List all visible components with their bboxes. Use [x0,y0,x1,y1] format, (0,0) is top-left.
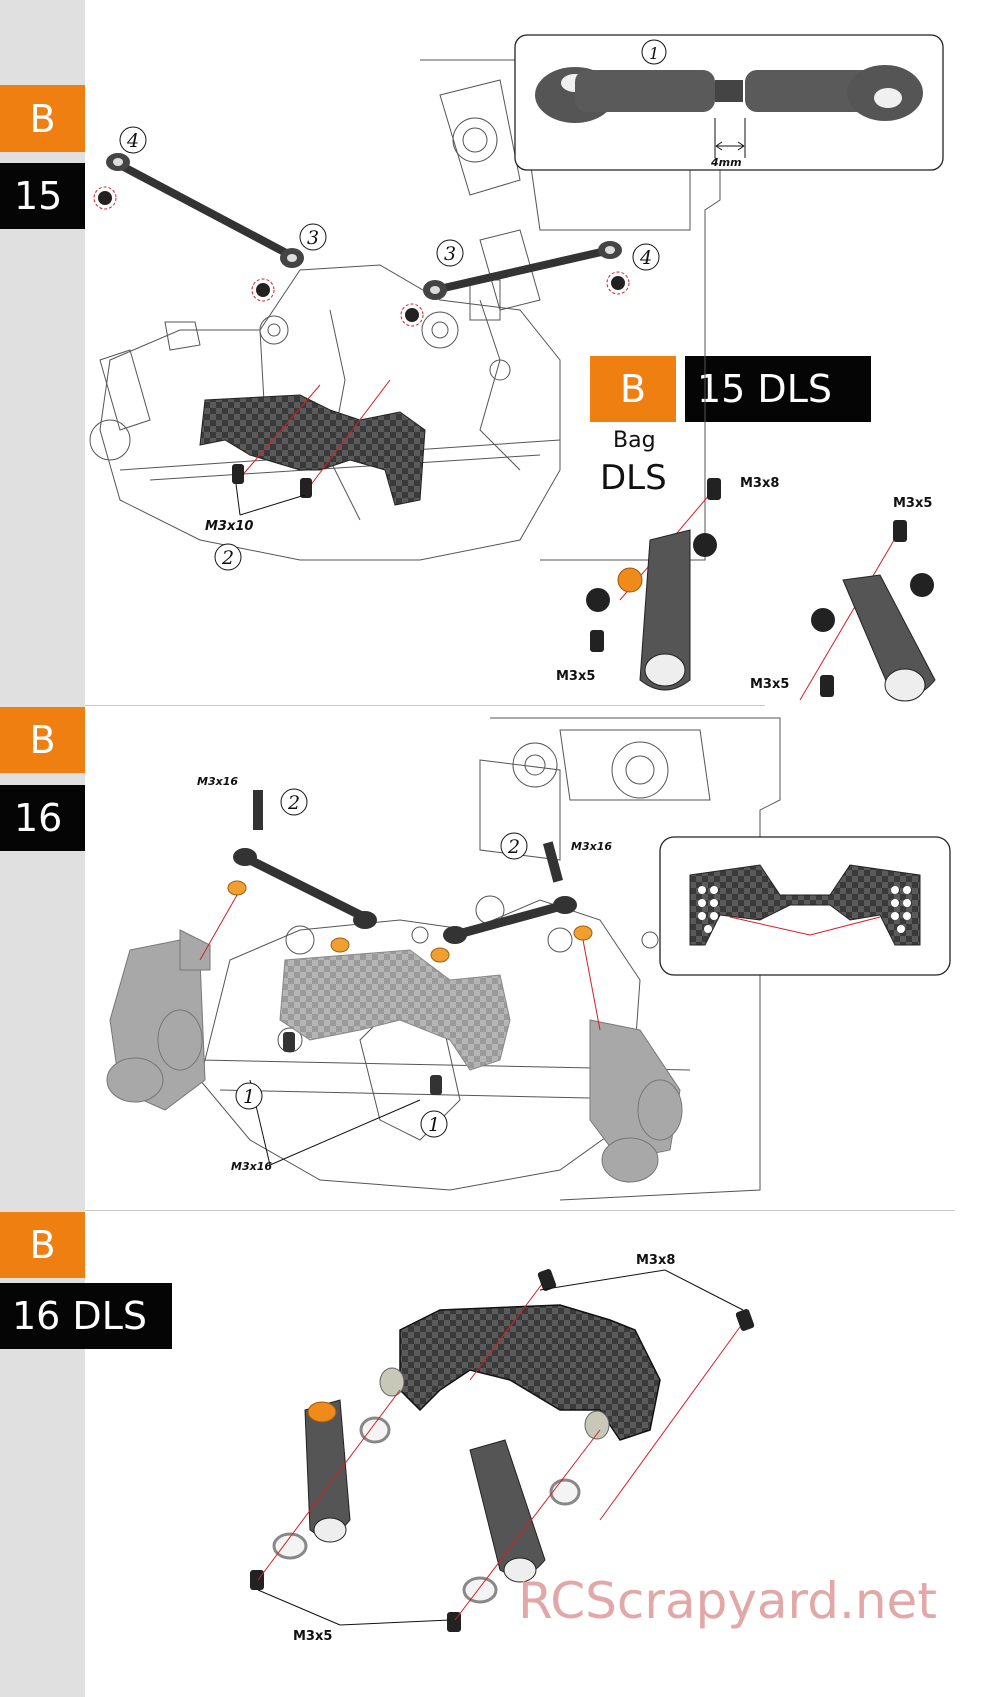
camber-links-16 [199,790,601,1166]
label-m3x16-right: M3x16 [571,840,612,853]
label-m3x5-16dls: M3x5 [293,1629,332,1644]
label-m3x5-15dls-right: M3x5 [750,677,789,692]
step-15-number-tab: 15 [0,163,85,229]
callout-3-right: 3 [436,239,464,267]
section-divider [85,1210,955,1211]
svg-text:1: 1 [243,1086,255,1108]
section-divider [85,705,765,706]
label-m3x5-15dls-left: M3x5 [556,669,595,684]
svg-text:3: 3 [307,227,319,249]
step-15dls-number-tab: 15 DLS [685,356,871,422]
callout-2-step16-right: 2 [500,832,528,860]
svg-text:2: 2 [287,792,300,814]
callout-3-left: 3 [299,223,327,251]
label-m3x5-15dls-top: M3x5 [893,496,932,511]
turnbuckle-left [93,153,304,302]
dls-exploded-16 [250,1269,755,1632]
m3x10-screws [232,379,391,516]
step-16dls-letter-tab: B [0,1212,85,1278]
callout-2-step15: 2 [214,543,242,571]
step-16-number-tab: 16 [0,785,85,851]
svg-text:2: 2 [221,547,234,569]
step-15dls-letter-tab: B [590,356,676,422]
label-m3x8-16dls: M3x8 [636,1253,675,1268]
label-m3x10: M3x10 [205,519,253,534]
plate-hole-inset [659,836,951,976]
svg-text:3: 3 [444,243,456,265]
carbon-front-plate [199,394,426,506]
svg-text:2: 2 [507,836,520,858]
svg-text:4: 4 [639,247,652,269]
svg-text:1: 1 [428,1114,440,1136]
carbon-front-plate-16 [279,949,511,1071]
bag-label: Bag [613,428,656,453]
label-m3x16-bottom: M3x16 [231,1160,272,1173]
svg-text:1: 1 [649,44,659,63]
step-16dls-number-tab: 16 DLS [0,1283,172,1349]
label-4mm: 4mm [710,156,742,169]
bag-name: DLS [600,458,667,498]
turnbuckle-inset: 4mm 1 [514,34,944,171]
callout-1-step16-left: 1 [235,1082,263,1110]
callout-1-step16-right: 1 [420,1110,448,1138]
watermark: RCScrapyard.net [518,1572,937,1630]
steering-knuckles [106,929,683,1183]
label-m3x16-left: M3x16 [197,775,238,788]
svg-text:4: 4 [126,130,139,152]
step-16-letter-tab: B [0,707,85,773]
callout-2-step16-left: 2 [280,788,308,816]
label-m3x8-15dls: M3x8 [740,476,779,491]
dls-parts-15 [586,478,936,702]
step-15-letter-tab: B [0,85,85,152]
callout-4-left: 4 [119,126,147,154]
turnbuckle-right [400,241,630,327]
callout-4-right: 4 [632,243,660,271]
